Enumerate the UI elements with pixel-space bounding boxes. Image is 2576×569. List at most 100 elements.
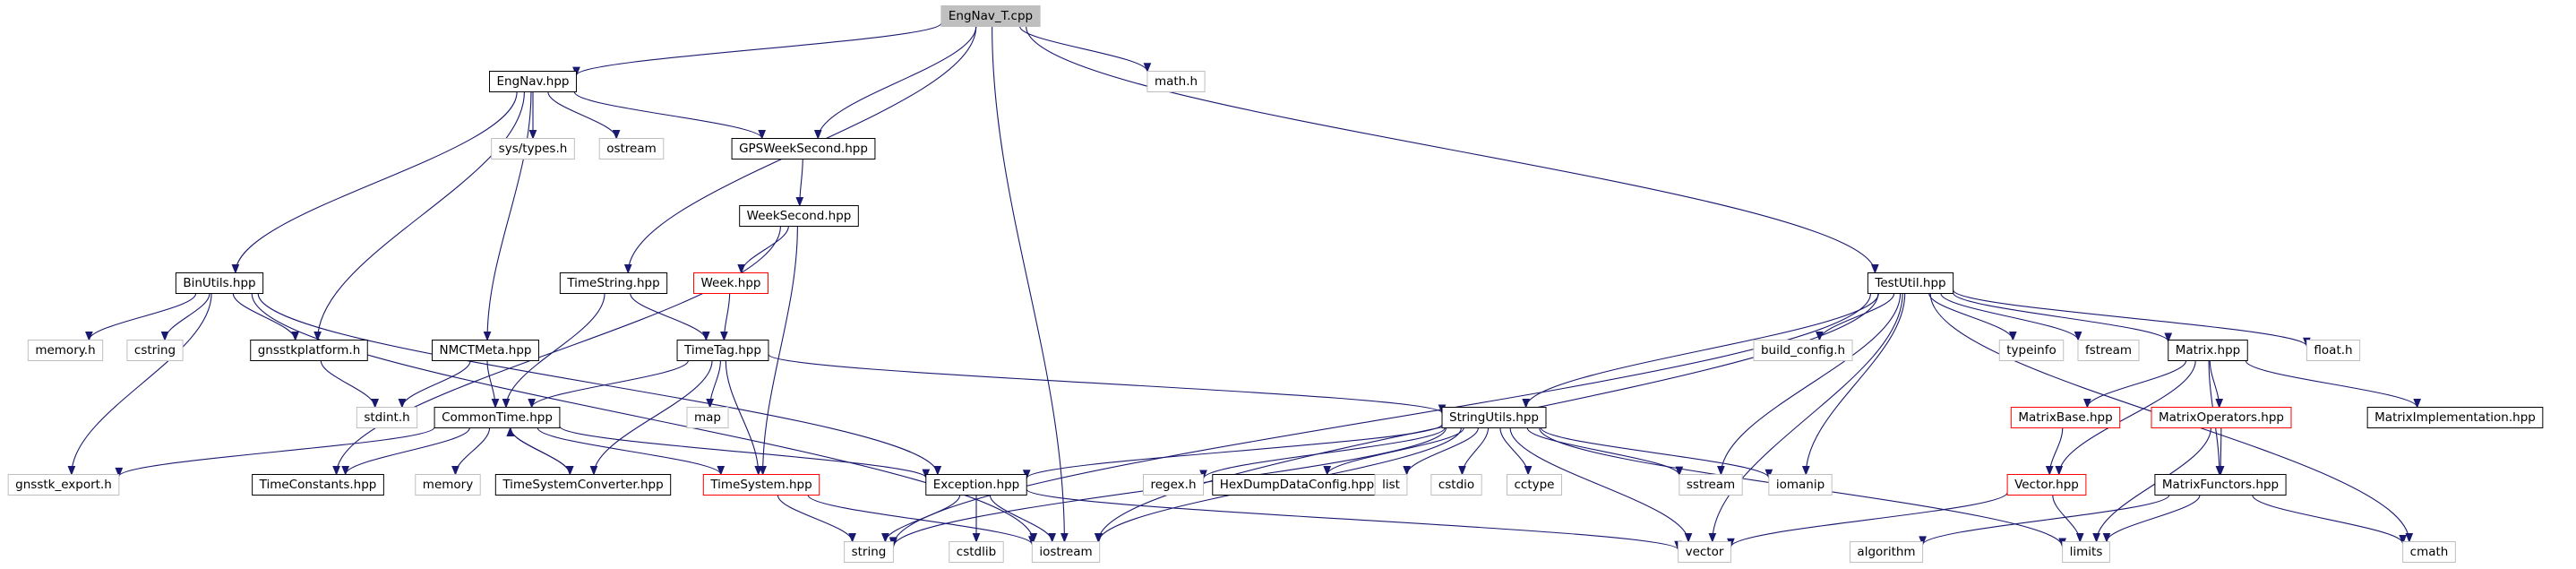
node-matrixbase-hpp[interactable]: MatrixBase.hpp	[2010, 407, 2121, 428]
node-box	[2010, 407, 2121, 428]
arrowhead-icon	[313, 332, 322, 341]
edge-matrix-hpp-to-matriximplementation-hpp	[2245, 360, 2418, 408]
node-map[interactable]: map	[686, 407, 729, 428]
node-box	[559, 272, 668, 294]
arrowhead-icon	[2045, 466, 2054, 476]
node-binutils-hpp[interactable]: BinUtils.hpp	[175, 272, 264, 294]
arrowhead-icon	[2055, 466, 2064, 476]
node-string[interactable]: string	[844, 541, 894, 563]
node-cstring[interactable]: cstring	[126, 340, 184, 361]
node-label: StringUtils.hpp	[1449, 410, 1539, 425]
node-box	[252, 474, 384, 496]
node-typeinfo[interactable]: typeinfo	[1998, 340, 2065, 361]
node-fstream[interactable]: fstream	[2077, 340, 2140, 361]
node-timeconstants-hpp[interactable]: TimeConstants.hpp	[252, 474, 384, 496]
node-testutil-hpp[interactable]: TestUtil.hpp	[1867, 272, 1954, 294]
edge-stringutils-hpp-to-cstdio	[1461, 427, 1490, 475]
node-sys-types-h[interactable]: sys/types.h	[491, 138, 575, 159]
node-timesystem-hpp[interactable]: TimeSystem.hpp	[702, 474, 820, 496]
node-vector-hpp[interactable]: Vector.hpp	[2006, 474, 2087, 496]
node-box	[940, 5, 1041, 27]
node-engnav-hpp[interactable]: EngNav.hpp	[489, 71, 577, 92]
node-nmctmeta-hpp[interactable]: NMCTMeta.hpp	[432, 340, 539, 361]
node-iomanip[interactable]: iomanip	[1768, 474, 1833, 496]
node-timestring-hpp[interactable]: TimeString.hpp	[559, 272, 668, 294]
node-math-h[interactable]: math.h	[1146, 71, 1206, 92]
node-week-hpp[interactable]: Week.hpp	[693, 272, 769, 294]
node-label: regex.h	[1150, 478, 1196, 492]
node-box	[7, 474, 120, 496]
node-commontime-hpp[interactable]: CommonTime.hpp	[434, 407, 561, 428]
node-gpsweeksecond-hpp[interactable]: GPSWeekSecond.hpp	[731, 138, 876, 159]
node-label: cstdlib	[957, 545, 996, 559]
node-memory[interactable]: memory	[415, 474, 481, 496]
node-cstdio[interactable]: cstdio	[1430, 474, 1482, 496]
node-label: EngNav.hpp	[497, 74, 570, 89]
node-box	[2077, 340, 2140, 361]
edge-matrixfunctors-hpp-to-algorithm	[1922, 495, 2170, 546]
node-box	[2168, 340, 2248, 361]
node-memory-h[interactable]: memory.h	[27, 340, 104, 361]
arrowhead-icon	[754, 466, 763, 476]
arrowhead-icon	[506, 427, 515, 436]
edge-stringutils-hpp-to-regex-h	[1202, 427, 1446, 479]
node-label: cstring	[134, 343, 176, 358]
node-list[interactable]: list	[1374, 474, 1408, 496]
node-cstdlib[interactable]: cstdlib	[949, 541, 1004, 563]
node-box	[1753, 340, 1853, 361]
node-algorithm[interactable]: algorithm	[1849, 541, 1924, 563]
node-label: TimeConstants.hpp	[259, 478, 377, 492]
node-matrix-hpp[interactable]: Matrix.hpp	[2168, 340, 2248, 361]
node-matrixfunctors-hpp[interactable]: MatrixFunctors.hpp	[2154, 474, 2287, 496]
node-box	[1374, 474, 1408, 496]
arrowhead-icon	[1801, 466, 1810, 476]
node-iostream[interactable]: iostream	[1031, 541, 1101, 563]
node-engnav-t-cpp[interactable]: EngNav_T.cpp	[940, 5, 1041, 27]
node-label: ostream	[606, 142, 657, 156]
node-weeksecond-hpp[interactable]: WeekSecond.hpp	[739, 205, 859, 227]
node-matriximplementation-hpp[interactable]: MatrixImplementation.hpp	[2366, 407, 2544, 428]
edge-testutil-hpp-to-iomanip	[1805, 293, 1906, 475]
arrowhead-icon	[922, 469, 931, 479]
arrowhead-icon	[1919, 536, 1927, 547]
node-timesystemconverter-hpp[interactable]: TimeSystemConverter.hpp	[494, 474, 672, 496]
node-cctype[interactable]: cctype	[1506, 474, 1563, 496]
node-gnsstk-export-h[interactable]: gnsstk_export.h	[7, 474, 120, 496]
node-box	[494, 474, 672, 496]
edge-commontime-hpp-to-timesystem-hpp	[537, 427, 722, 475]
node-label: Week.hpp	[701, 276, 761, 290]
arrowhead-icon	[612, 130, 621, 140]
node-limits[interactable]: limits	[2062, 541, 2110, 563]
edge-binutils-hpp-to-gnsstk-export-h	[71, 293, 212, 475]
node-label: Exception.hpp	[933, 478, 1019, 492]
arrowhead-icon	[758, 130, 767, 140]
node-label: sys/types.h	[499, 142, 568, 156]
node-ostream[interactable]: ostream	[598, 138, 665, 159]
node-cmath[interactable]: cmath	[2402, 541, 2456, 563]
edge-timetag-hpp-to-stringutils-hpp	[768, 353, 1443, 414]
node-float-h[interactable]: float.h	[2306, 340, 2361, 361]
node-label: MatrixOperators.hpp	[2159, 410, 2284, 425]
node-exception-hpp[interactable]: Exception.hpp	[925, 474, 1027, 496]
node-label: string	[852, 545, 887, 559]
node-hexdumpdataconfig-hpp[interactable]: HexDumpDataConfig.hpp	[1212, 474, 1382, 496]
node-timetag-hpp[interactable]: TimeTag.hpp	[676, 340, 769, 361]
node-gnsstkplatform-h[interactable]: gnsstkplatform.h	[250, 340, 368, 361]
node-stringutils-hpp[interactable]: StringUtils.hpp	[1441, 407, 1547, 428]
node-label: memory.h	[35, 343, 95, 358]
node-sstream[interactable]: sstream	[1679, 474, 1743, 496]
node-box	[2154, 474, 2287, 496]
edge-vector-hpp-to-vector	[1730, 492, 2008, 547]
node-matrixoperators-hpp[interactable]: MatrixOperators.hpp	[2151, 407, 2292, 428]
node-vector[interactable]: vector	[1678, 541, 1731, 563]
node-box	[356, 407, 418, 428]
node-label: Vector.hpp	[2014, 478, 2079, 492]
node-build-config-h[interactable]: build_config.h	[1753, 340, 1853, 361]
node-regex-h[interactable]: regex.h	[1142, 474, 1205, 496]
arrowhead-icon	[737, 264, 745, 274]
arrowhead-icon	[1524, 466, 1533, 476]
node-box	[434, 407, 561, 428]
edge-stringutils-hpp-to-iomanip	[1540, 427, 1770, 478]
node-stdint-h[interactable]: stdint.h	[356, 407, 418, 428]
